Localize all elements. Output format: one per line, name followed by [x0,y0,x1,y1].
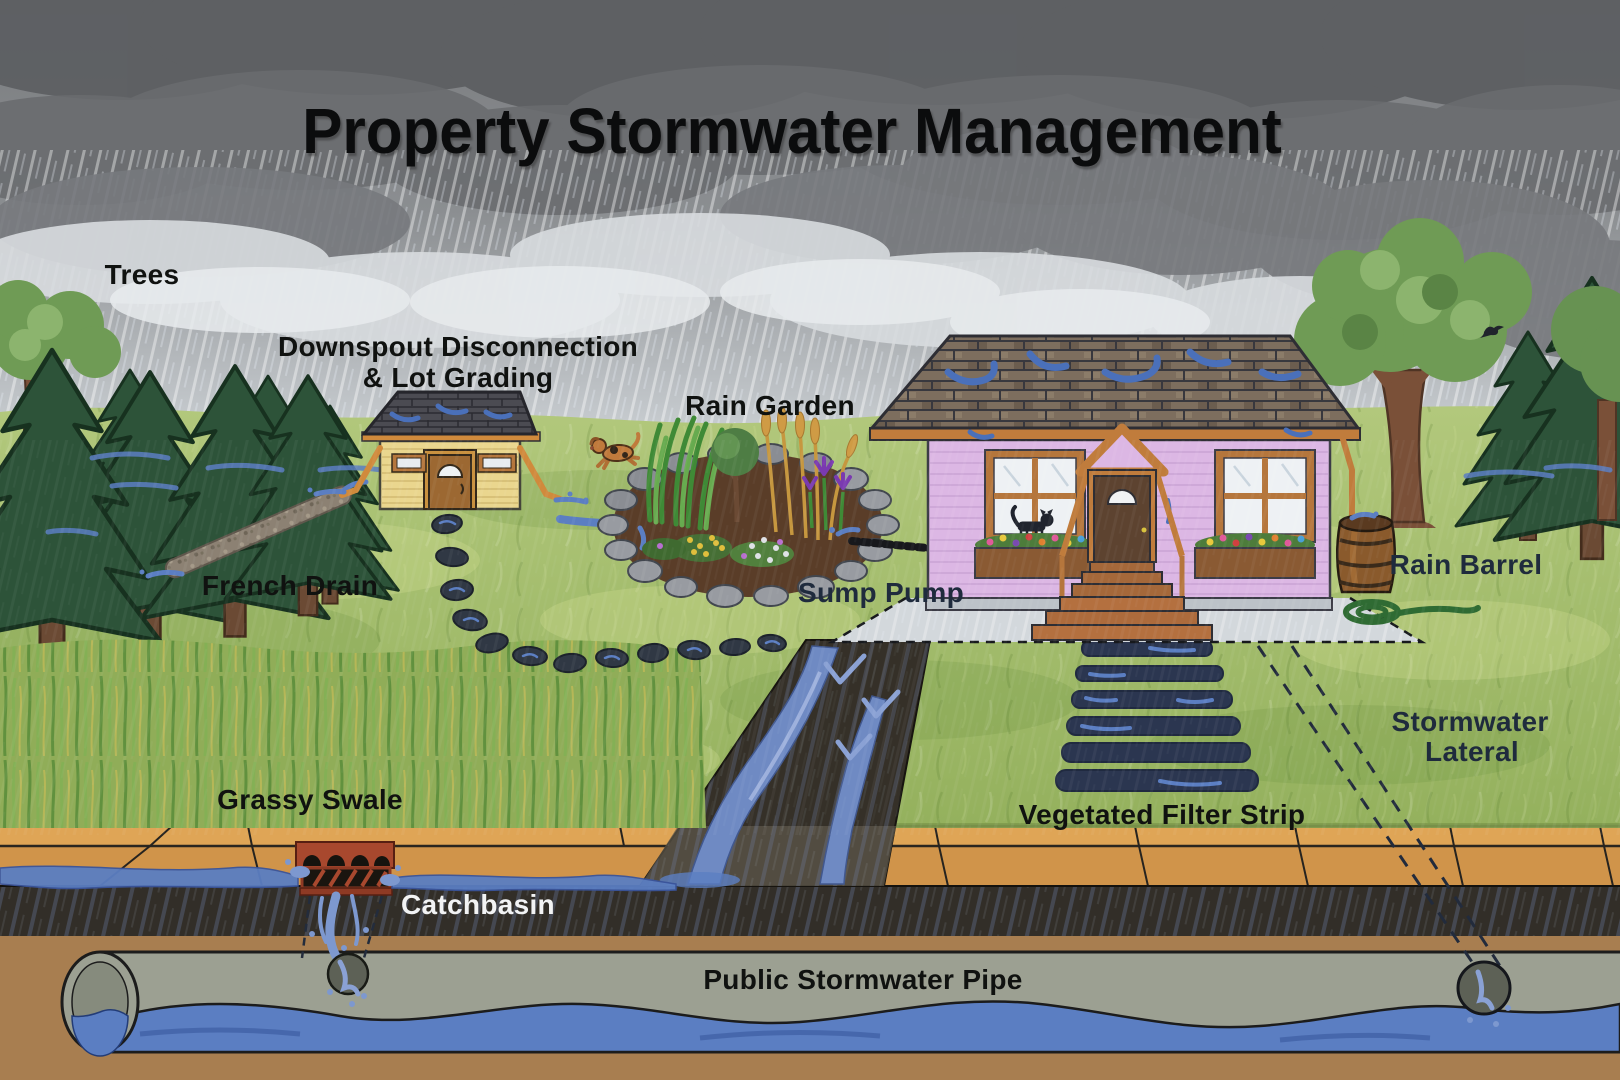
label-catchbasin: Catchbasin [401,889,555,920]
diagram-title: Property Stormwater Management [302,95,1282,167]
house-roof [868,334,1361,430]
label-rain-barrel: Rain Barrel [1389,549,1543,580]
label-grassy-swale: Grassy Swale [217,784,403,815]
gutter-stream [0,859,677,892]
label-vegetated-filter-strip: Vegetated Filter Strip [1018,799,1306,830]
storm-sky [0,0,1620,470]
roof-runoff [944,348,1302,386]
label-stormwater-lateral-line1: Stormwater [1391,706,1549,737]
label-stormwater-lateral-line2: Lateral [1425,736,1519,767]
label-french-drain: French Drain [201,570,379,601]
public-stormwater-pipe [60,950,1620,1057]
pipe-water [98,1000,1620,1054]
pipe-inlet-left [326,952,370,996]
catchbasin [295,841,395,1007]
road [0,885,1620,936]
bird-silhouette [1480,325,1504,338]
label-downspout-disconnection-line2: & Lot Grading [362,362,554,393]
rain-overlay [0,440,1620,835]
label-downspout-disconnection-line1: Downspout Disconnection [277,331,639,362]
label-trees: Trees [104,259,180,290]
label-public-stormwater-pipe: Public Stormwater Pipe [703,964,1023,995]
catchbasin-outlet-dashes [300,895,384,959]
label-sump-pump: Sump Pump [797,577,965,608]
shed-roof-runoff [389,403,513,423]
label-rain-garden: Rain Garden [685,390,855,421]
